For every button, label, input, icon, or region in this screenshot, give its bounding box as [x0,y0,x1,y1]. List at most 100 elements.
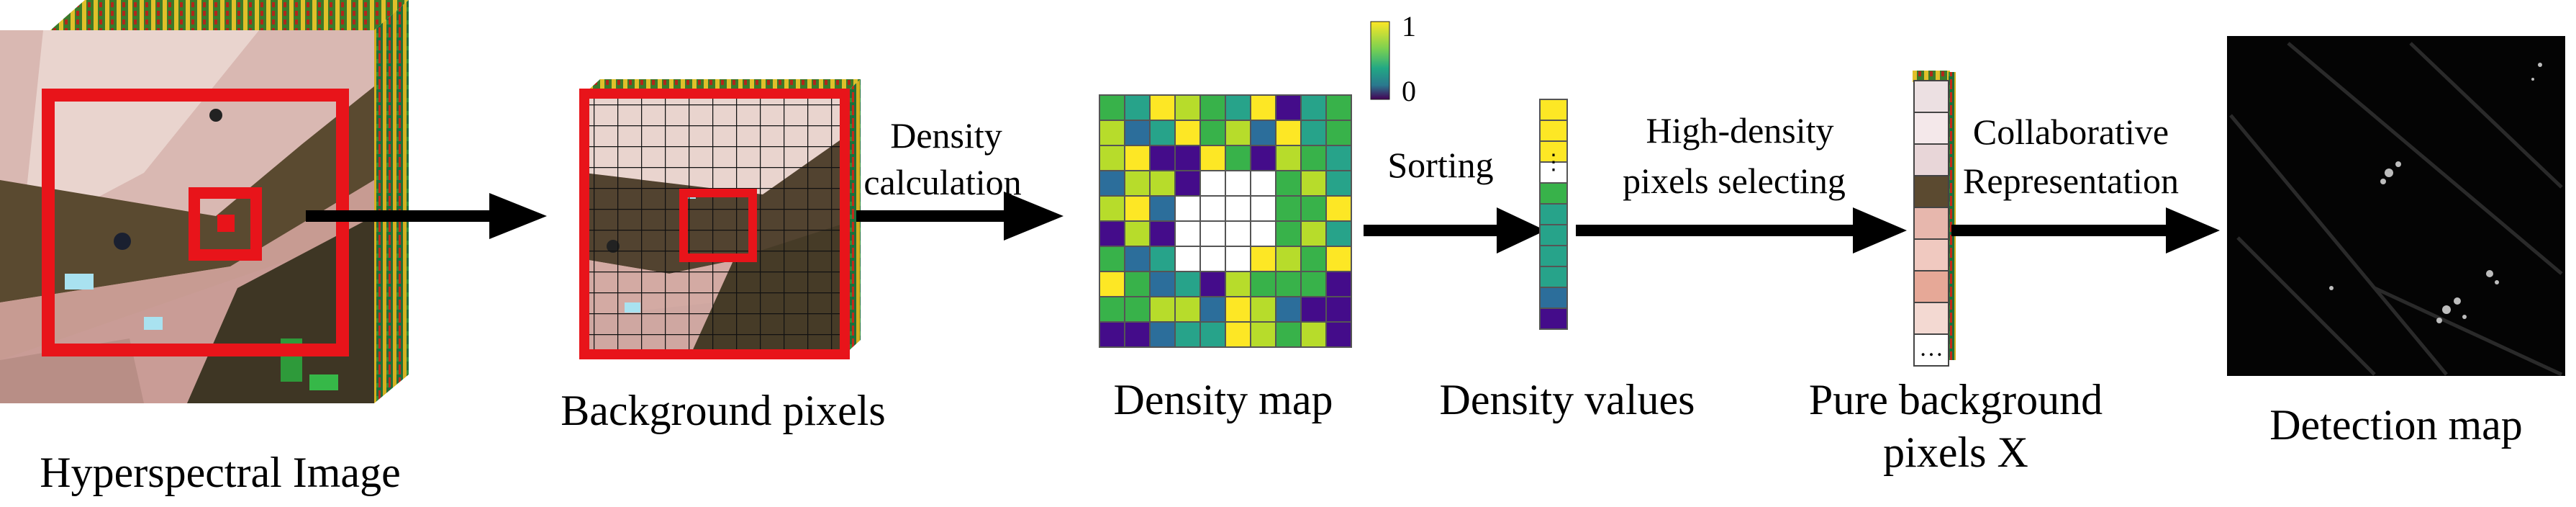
density-cell [1099,220,1125,247]
density-cell [1250,94,1276,121]
label-pure-line2: pixels X [1883,429,2028,476]
arrow-to-background [306,193,547,239]
hd-label-2: pixels selecting [1623,161,1846,201]
hyperspectral-cube [0,0,409,403]
density-value-cell [1539,308,1568,330]
density-cell [1174,170,1201,197]
density-cell [1325,271,1352,297]
density-value-cell [1539,182,1568,205]
density-cell [1225,145,1251,171]
density-cell [1250,195,1276,222]
density-cell [1225,296,1251,323]
density-cell [1325,296,1352,323]
density-value-cell [1539,203,1568,225]
density-cell [1275,271,1302,297]
density-cell [1225,246,1251,272]
density-cell [1300,246,1327,272]
density-cell [1124,120,1151,146]
density-cell [1199,120,1226,146]
background-cube [579,79,861,359]
pure-pixel-cell [1913,333,1949,367]
density-cell [1124,271,1151,297]
density-cell [1099,271,1125,297]
pure-pixel-cell [1913,302,1949,335]
hd-label-1: High-density [1646,110,1833,151]
density-cell [1250,296,1276,323]
density-cell [1275,296,1302,323]
bg-outer-window [579,89,850,359]
density-cell [1099,296,1125,323]
density-cell [1300,94,1327,121]
density-cell [1124,94,1151,121]
density-cell [1250,145,1276,171]
density-cell [1199,94,1226,121]
pure-pixel-cell [1913,238,1949,272]
arrow-collaborative-representation [1951,207,2220,254]
pure-background-column: … [1913,71,1956,367]
density-cell [1225,321,1251,348]
density-value-cell [1539,120,1568,142]
density-cell [1174,220,1201,247]
density-cell [1174,120,1201,146]
density-cell [1275,220,1302,247]
density-cell [1199,296,1226,323]
density-cell [1300,271,1327,297]
bg-hollow-window [679,189,757,262]
density-cell [1300,170,1327,197]
density-cell [1099,195,1125,222]
label-hyperspectral: Hyperspectral Image [40,449,400,496]
density-cell [1325,220,1352,247]
density-cell [1099,94,1125,121]
density-cell [1199,145,1226,171]
density-value-cell [1539,287,1568,309]
density-value-cell [1539,140,1568,163]
density-cell [1250,220,1276,247]
cube-side-face [374,0,409,403]
detection-map [2227,36,2565,377]
density-cell [1300,296,1327,323]
label-density-values: Density values [1440,376,1695,423]
density-cell [1325,321,1352,348]
density-cell [1199,170,1226,197]
label-pure-line1: Pure background [1809,376,2103,423]
density-cell [1174,145,1201,171]
density-cell [1250,321,1276,348]
density-cell [1149,271,1176,297]
density-cell [1325,145,1352,171]
density-cell [1149,296,1176,323]
density-cell [1325,195,1352,222]
density-cell [1124,195,1151,222]
density-value-cell [1539,161,1568,184]
pure-pixel-cell [1913,80,1949,113]
density-cell [1099,120,1125,146]
density-cell [1099,145,1125,171]
pure-column-top [1913,71,1950,82]
density-cell [1300,120,1327,146]
density-cell [1225,220,1251,247]
density-cell [1275,195,1302,222]
density-value-cell [1539,266,1568,288]
outer-window [42,89,349,356]
colorbar-max: 1 [1402,10,1416,42]
density-cell [1199,321,1226,348]
density-cell [1275,246,1302,272]
density-cell [1099,246,1125,272]
density-cell [1199,246,1226,272]
pure-column-ellipsis: … [1919,335,1944,362]
colorbar-min: 0 [1402,75,1416,107]
density-cell [1149,145,1176,171]
density-cell [1174,321,1201,348]
density-cell [1174,271,1201,297]
inner-window [189,187,262,261]
density-value-cell [1539,99,1568,121]
density-cell [1149,246,1176,272]
density-cell [1300,195,1327,222]
density-cell [1124,296,1151,323]
density-cell [1099,321,1125,348]
density-cell [1149,321,1176,348]
density-cell [1199,271,1226,297]
pure-pixel-cell [1913,270,1949,303]
density-cell [1174,246,1201,272]
density-cell [1275,120,1302,146]
